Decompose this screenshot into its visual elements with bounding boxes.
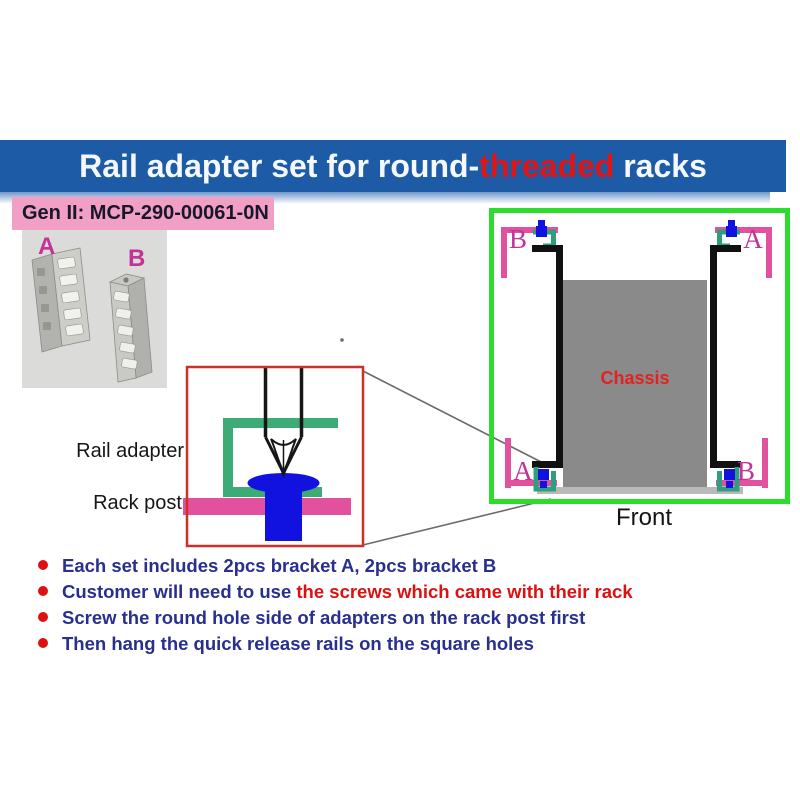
- diagram-top-right-letter: A: [743, 224, 763, 254]
- bullet-icon: [38, 612, 48, 622]
- title-text-red: threaded: [479, 147, 615, 184]
- screw-detail-inset: [183, 365, 365, 548]
- left-assemblies: [501, 220, 563, 492]
- bullet-icon: [38, 560, 48, 570]
- front-label: Front: [615, 504, 672, 531]
- bullet-list: Each set includes 2pcs bracket A, 2pcs b…: [28, 553, 768, 657]
- rack-mount-diagram: B A A B Chassis: [489, 208, 790, 504]
- title-text-white-2: racks: [614, 147, 707, 184]
- photo-bracket-b-label: B: [128, 245, 145, 272]
- bullet-3-text: Screw the round hole side of adapters on…: [62, 607, 586, 628]
- rack-post-label: Rack post: [93, 492, 182, 514]
- screw-shape: [247, 473, 320, 541]
- diagram-top-left-letter: B: [509, 224, 527, 254]
- stray-dot: [340, 338, 344, 342]
- bullet-1-text: Each set includes 2pcs bracket A, 2pcs b…: [62, 555, 497, 576]
- bullet-2-text-red: the screws which came with their rack: [296, 581, 633, 602]
- bullet-icon: [38, 586, 48, 596]
- diagram-green-border: [489, 208, 790, 504]
- screwdriver-icon: [263, 367, 304, 478]
- bullet-icon: [38, 638, 48, 648]
- part-number-label: Gen II: MCP-290-00061-0N: [12, 197, 274, 230]
- rail-adapter-label: Rail adapter: [76, 440, 184, 462]
- right-assemblies: [710, 220, 772, 492]
- bracket-photo: A B: [22, 230, 167, 388]
- diagram-bottom-right-letter: B: [737, 456, 755, 486]
- list-item: Each set includes 2pcs bracket A, 2pcs b…: [28, 553, 768, 579]
- callout-line-top: [362, 370, 550, 467]
- bracket-b-image: [108, 273, 153, 383]
- diagram-bottom-left-letter: A: [513, 456, 533, 486]
- title-text-white-1: Rail adapter set for round-: [79, 147, 480, 184]
- bracket-a-image: [31, 247, 91, 353]
- list-item: Then hang the quick release rails on the…: [28, 631, 768, 657]
- callout-line-bottom: [362, 498, 552, 546]
- base-bar: [537, 487, 743, 494]
- photo-bracket-a-label: A: [38, 233, 55, 260]
- bullet-4-text: Then hang the quick release rails on the…: [62, 633, 534, 654]
- list-item: Customer will need to use the screws whi…: [28, 579, 768, 605]
- chassis-label: Chassis: [600, 368, 669, 388]
- bullet-2-text-navy: Customer will need to use: [62, 581, 297, 602]
- list-item: Screw the round hole side of adapters on…: [28, 605, 768, 631]
- inset-red-border: [185, 365, 365, 548]
- chassis-shape: [563, 280, 707, 490]
- slide-title-bar: Rail adapter set for round-threaded rack…: [0, 140, 786, 192]
